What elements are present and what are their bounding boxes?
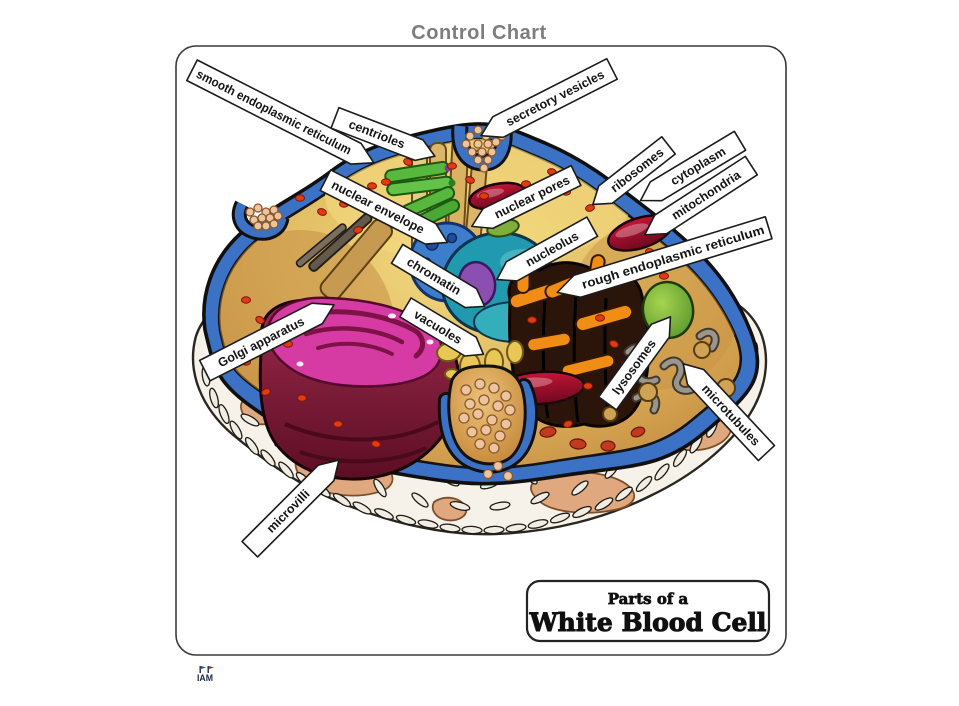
page-title: Control Chart: [411, 22, 546, 44]
vesicle-pouch: [437, 364, 539, 482]
caption-box: Parts of a White Blood Cell: [525, 579, 771, 643]
publisher-logo-icon: IAM: [197, 666, 214, 683]
logo-text: IAM: [197, 673, 213, 683]
secretory-pit-left: [231, 200, 290, 241]
caption-line1: Parts of a: [608, 590, 689, 608]
inclusion-ovals: [539, 426, 646, 452]
caption-line2: White Blood Cell: [529, 608, 767, 637]
secretory-pit-top: [451, 125, 513, 173]
